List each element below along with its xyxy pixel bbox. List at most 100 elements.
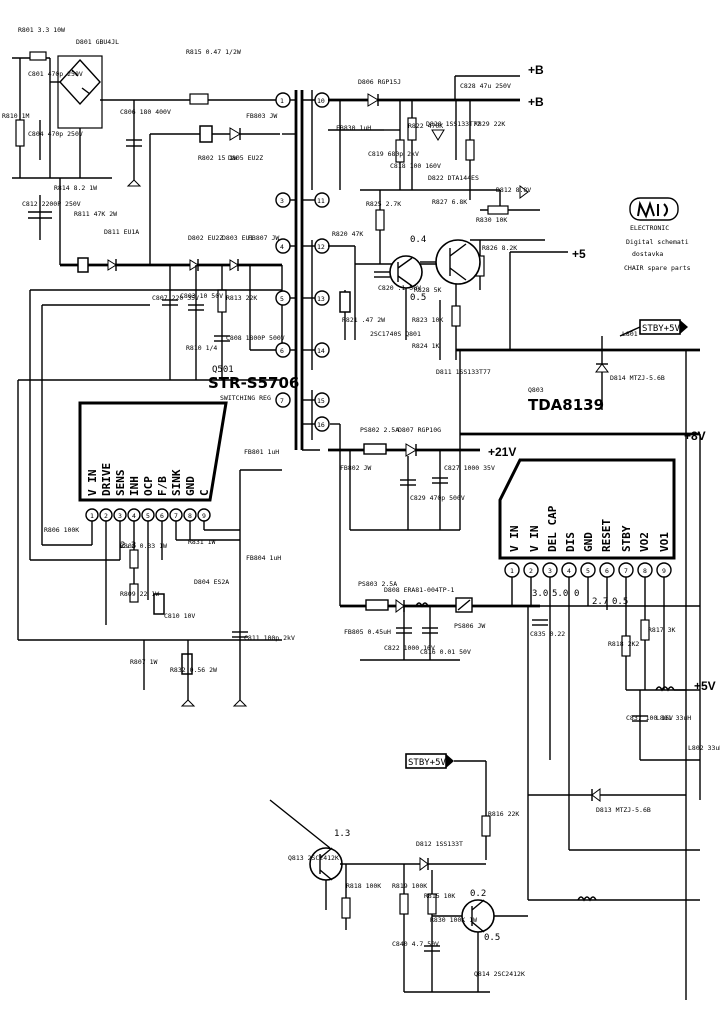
bottom-switch-section xyxy=(269,761,528,993)
label-d812: D812 8.8V xyxy=(496,186,531,194)
label-q813: Q813 2SC2412K xyxy=(288,854,339,862)
stby-5v-tag: STBY+5V L801 xyxy=(619,319,688,338)
ic-reg-pins xyxy=(504,562,672,578)
xfmr-pin-3: 3 xyxy=(280,197,284,205)
label-r810b: R810 1/4 xyxy=(186,344,217,352)
label-c819: C819 680p 2kV xyxy=(368,150,419,158)
ic-main-pin-number-7: 7 xyxy=(174,512,178,520)
label-d805: D805 EU2Z xyxy=(228,154,263,162)
label-r813: R813 22K xyxy=(226,294,257,302)
ic-main-pin-label-3: SENS xyxy=(114,470,127,497)
rail-21v: +21V xyxy=(488,445,516,459)
ic-reg-pin-label-9: VO1 xyxy=(658,532,671,552)
ic-main-pin-number-2: 2 xyxy=(104,512,108,520)
label-r830b: R830 100K 1W xyxy=(430,916,477,924)
label-r821: R821 .47 2W xyxy=(342,316,385,324)
label-l802: L802 33uH xyxy=(688,744,720,752)
ic-reg-pin-number-3: 3 xyxy=(548,567,552,575)
label-r829: R829 22K xyxy=(474,120,505,128)
label-d801: D801 GBU4JL xyxy=(76,38,119,46)
label-r801: R801 3.3 10W xyxy=(18,26,65,34)
voltage-4: 3.0 xyxy=(532,589,548,599)
label-d814: D814 MTZJ-5.6B xyxy=(610,374,665,382)
label-fb804: FB804 1uH xyxy=(246,554,281,562)
ic-reg-ref: Q803 xyxy=(528,386,544,394)
xfmr-pin-10: 10 xyxy=(317,97,325,105)
ic-reg-pin-label-2: V IN xyxy=(528,526,541,553)
label-d811b: D811 1SS133T77 xyxy=(436,368,491,376)
resistor-r801 xyxy=(29,51,47,61)
xfmr-pin-13: 13 xyxy=(317,295,325,303)
label-c812: C812 2200P 250V xyxy=(22,200,81,208)
label-c835: C835 0.22 xyxy=(530,630,565,638)
ic-reg-pin-numbers: 1 2 3 4 5 6 7 8 9 xyxy=(510,567,666,575)
ic-main-pins xyxy=(85,508,211,522)
xfmr-pin-6: 6 xyxy=(280,347,284,355)
secondary-b-section xyxy=(328,75,700,410)
logo-line2: dostavka xyxy=(632,250,663,258)
label-ps803: PS803 2.5A xyxy=(358,580,397,588)
transistor-q802 xyxy=(435,239,481,285)
label-r830: R830 10K xyxy=(476,216,507,224)
label-r828: R828 5K xyxy=(414,286,441,294)
label-r810: R810 1M xyxy=(2,112,29,120)
label-r802: R802 15 1W xyxy=(198,154,237,162)
ic-main-pin-label-5: OCP xyxy=(142,476,155,496)
label-r808: R808 0.33 1W xyxy=(120,542,167,550)
voltage-2: 0.4 xyxy=(410,235,426,245)
label-ps802: PS802 2.5A xyxy=(360,426,399,434)
xfmr-pin-14: 14 xyxy=(317,347,325,355)
label-r819: R819 100K xyxy=(392,882,427,890)
diode-d811 xyxy=(107,259,117,271)
ic-reg-pin-label-4: DIS xyxy=(564,532,577,552)
label-c837: C837 100 16V xyxy=(626,714,673,722)
zener-d812 xyxy=(519,185,529,199)
rail-8v-section xyxy=(460,350,701,1000)
label-r809: R809 22 1W xyxy=(120,590,159,598)
label-l801b: L801 33uH xyxy=(656,714,691,722)
ic-reg-pin-number-8: 8 xyxy=(643,567,647,575)
zener-d814 xyxy=(595,363,609,373)
transformer xyxy=(275,90,330,451)
rail-p5: +5 xyxy=(572,247,586,261)
label-c829: C829 470p 500V xyxy=(410,494,465,502)
input-section xyxy=(12,51,280,265)
ic-main-pin-numbers: 1 2 3 4 5 6 7 8 9 xyxy=(90,512,206,520)
label-r818b: R818 100K xyxy=(346,882,381,890)
rail-21v-section xyxy=(328,350,480,531)
diode-d812b xyxy=(419,857,429,871)
ic-reg-pin-number-6: 6 xyxy=(605,567,609,575)
label-fb805: FB805 0.45uH xyxy=(344,628,391,636)
ferrite-bead-r802 xyxy=(199,125,213,143)
label-fb830: FB830 1uH xyxy=(336,124,371,132)
rail-8v: +8V xyxy=(684,429,706,443)
ic-main-pin-number-5: 5 xyxy=(146,512,150,520)
label-r815b: R815 10K xyxy=(424,892,455,900)
diode-d807 xyxy=(405,443,417,457)
label-r831: R831 1W xyxy=(188,538,215,546)
ic-main-pin-label-7: SINK xyxy=(170,469,183,496)
label-r807: R807 1W xyxy=(130,658,157,666)
label-r815: R815 0.47 1/2W xyxy=(186,48,241,56)
label-c803: C803 10 50V xyxy=(180,292,223,300)
ic-reg-name: TDA8139 xyxy=(528,396,604,414)
diode-d802 xyxy=(189,259,199,271)
label-d820: D820 1SS133T77 xyxy=(426,120,481,128)
label-r824: R824 1K xyxy=(412,342,439,350)
ic-main-pin-label-4: INH xyxy=(128,476,141,496)
label-r811: R811 47K 2W xyxy=(74,210,117,218)
label-d822: D822 DTA144ES xyxy=(428,174,479,182)
ic-reg-pin-number-1: 1 xyxy=(510,567,514,575)
ic-main-pin-label-6: F/B xyxy=(156,476,169,496)
label-d807: D807 RGP10G xyxy=(398,426,441,434)
ic-reg-wiring xyxy=(511,577,700,902)
label-d813: D813 MTZJ-5.6B xyxy=(596,806,651,814)
ic-main-pin-labels: V IN DRIVE SENS INH OCP F/B SINK GND C xyxy=(86,463,211,496)
ic-reg-pin-labels: V IN V IN DEL CAP DIS GND RESET STBY VO2… xyxy=(508,505,671,552)
label-c810: C810 10V xyxy=(164,612,195,620)
label-d806: D806 RGP15J xyxy=(358,78,401,86)
diode-d806 xyxy=(367,93,379,107)
ic-reg-pin-number-9: 9 xyxy=(662,567,666,575)
ic-reg-pin-number-5: 5 xyxy=(586,567,590,575)
diode-d805 xyxy=(229,127,241,141)
